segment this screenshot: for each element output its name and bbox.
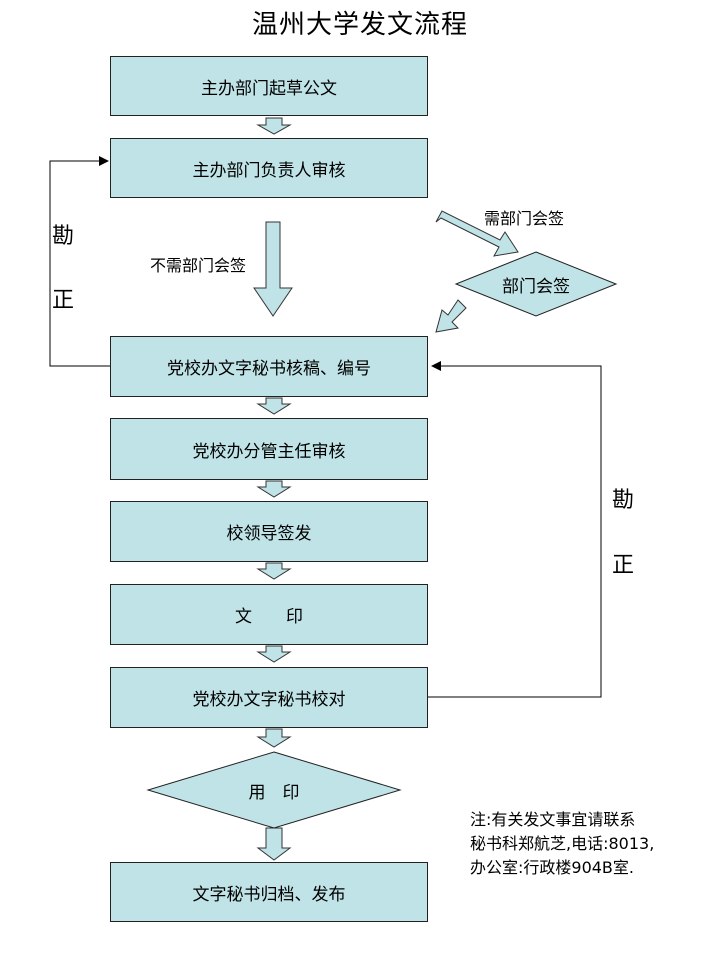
no-countersign-label: 不需部门会签: [150, 256, 247, 275]
step-leader-sign: 校领导签发: [110, 501, 428, 562]
right-correction-char-2: 正: [612, 553, 635, 578]
countersign-label: 部门会签: [502, 276, 570, 297]
block-arrow: [256, 117, 292, 861]
left-correction-line: [49, 156, 110, 367]
left-correction-char-2: 正: [52, 288, 75, 313]
seal-label: 用 印: [248, 782, 300, 803]
step-secretary-number: 党校办文字秘书核稿、编号: [110, 336, 428, 397]
left-correction-char-1: 勘: [52, 224, 75, 249]
countersign-diamond: [454, 251, 618, 317]
step-draft: 主办部门起草公文: [110, 56, 428, 116]
note-line-2: 秘书科郑航芝,电话:8013,: [470, 834, 655, 853]
no-countersign-arrow: [253, 221, 293, 317]
step-archive: 文字秘书归档、发布: [110, 862, 428, 922]
from-countersign-arrow: [435, 299, 467, 333]
right-correction-char-1: 勘: [612, 488, 635, 513]
need-countersign-label: 需部门会签: [484, 209, 565, 228]
page-title: 温州大学发文流程: [251, 10, 468, 40]
step-print: 文 印: [110, 584, 428, 645]
right-correction-line: [428, 361, 602, 698]
step-review-head: 主办部门负责人审核: [110, 138, 428, 198]
seal-diamond: [146, 751, 402, 829]
to-countersign-arrow: [435, 210, 519, 257]
note-line-3: 办公室:行政楼904B室.: [470, 858, 634, 877]
step-proofread: 党校办文字秘书校对: [110, 667, 428, 728]
step-director-review: 党校办分管主任审核: [110, 418, 428, 480]
note-line-1: 注:有关发文事宜请联系: [470, 810, 636, 829]
contact-note: 注:有关发文事宜请联系 秘书科郑航芝,电话:8013, 办公室:行政楼904B室…: [470, 808, 654, 880]
